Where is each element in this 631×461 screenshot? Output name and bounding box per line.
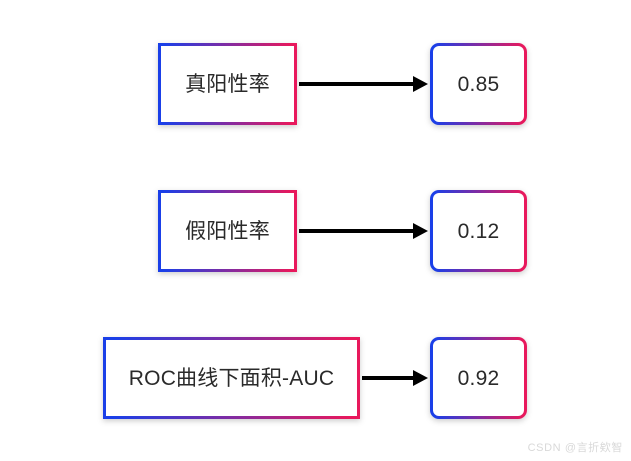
value-box-roc-auc[interactable]: 0.92	[430, 337, 527, 419]
label-box-roc-auc[interactable]: ROC曲线下面积-AUC	[103, 337, 360, 419]
label-box-false-positive-rate[interactable]: 假阳性率	[158, 190, 297, 272]
label-text: 假阳性率	[185, 219, 270, 243]
arrow-head-icon	[413, 223, 428, 239]
value-box-false-positive-rate[interactable]: 0.12	[430, 190, 527, 272]
watermark: CSDN @言折欸智	[527, 442, 623, 454]
value-text: 0.85	[457, 72, 500, 96]
value-text: 0.92	[457, 366, 500, 390]
arrow-head-icon	[413, 76, 428, 92]
label-text: ROC曲线下面积-AUC	[128, 366, 335, 390]
value-box-true-positive-rate[interactable]: 0.85	[430, 43, 527, 125]
arrow-connector	[362, 337, 428, 419]
label-text: 真阳性率	[185, 72, 270, 96]
label-box-true-positive-rate[interactable]: 真阳性率	[158, 43, 297, 125]
arrow-connector	[299, 43, 428, 125]
flow-row: 假阳性率 0.12	[0, 190, 631, 272]
flow-row: 真阳性率 0.85	[0, 43, 631, 125]
flow-row: ROC曲线下面积-AUC 0.92	[0, 337, 631, 419]
arrow-connector	[299, 190, 428, 272]
arrow-head-icon	[413, 370, 428, 386]
value-text: 0.12	[457, 219, 500, 243]
